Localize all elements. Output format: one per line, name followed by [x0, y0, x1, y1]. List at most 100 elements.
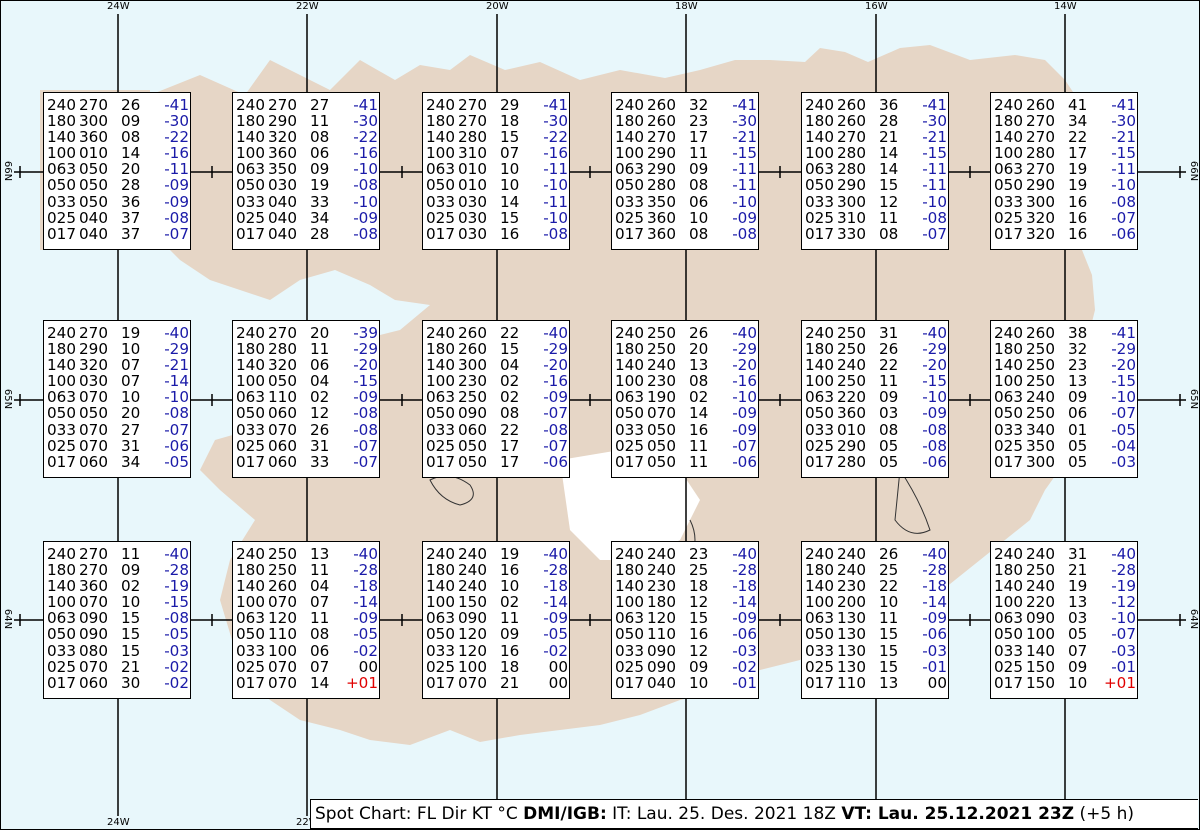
- wind-speed: 17: [689, 128, 709, 147]
- lat-label-left-66n: 66N: [2, 160, 14, 182]
- flight-level: 017: [805, 224, 834, 243]
- temperature: -06: [164, 436, 189, 455]
- flight-level: 050: [615, 404, 644, 423]
- wind-direction: 240: [458, 545, 487, 563]
- wind-speed: 03: [1068, 609, 1088, 628]
- wind-direction: 040: [268, 208, 297, 227]
- wind-speed: 37: [121, 208, 141, 227]
- flight-level: 140: [994, 356, 1023, 375]
- temperature: -11: [732, 176, 757, 195]
- wind-speed: 05: [879, 452, 899, 471]
- temperature: -29: [922, 340, 947, 359]
- wind-direction: 350: [1026, 436, 1055, 455]
- temperature: -19: [164, 577, 189, 596]
- wind-direction: 260: [458, 324, 487, 342]
- flight-level: 033: [426, 641, 455, 660]
- flight-level: 240: [615, 545, 644, 563]
- flight-level: 240: [805, 545, 834, 563]
- flight-level: 100: [236, 372, 265, 391]
- wind-speed: 36: [121, 192, 141, 211]
- wind-speed: 36: [879, 96, 899, 114]
- flight-level: 140: [994, 577, 1023, 596]
- wind-speed: 04: [500, 356, 520, 375]
- wind-direction: 310: [458, 144, 487, 163]
- wind-direction: 120: [458, 641, 487, 660]
- flight-level: 025: [47, 657, 76, 676]
- wind-speed: 11: [689, 452, 709, 471]
- temperature: -01: [922, 657, 947, 676]
- flight-level: 033: [994, 192, 1023, 211]
- wind-speed: 09: [500, 625, 520, 644]
- flight-level: 017: [47, 224, 76, 243]
- wind-speed: 21: [879, 128, 899, 147]
- flight-level: 100: [47, 144, 76, 163]
- wind-speed: 26: [689, 324, 709, 342]
- temperature: -29: [1111, 340, 1136, 359]
- wind-direction: 070: [268, 657, 297, 676]
- temperature: -28: [732, 561, 757, 580]
- flight-level: 050: [994, 404, 1023, 423]
- temperature: -07: [1111, 208, 1136, 227]
- wind-speed: 01: [1068, 420, 1088, 439]
- wind-speed: 25: [689, 561, 709, 580]
- wind-speed: 13: [310, 545, 330, 563]
- temperature: -14: [353, 593, 378, 612]
- temperature: -40: [353, 545, 378, 563]
- wind-direction: 270: [79, 561, 108, 580]
- flight-level: 180: [426, 561, 455, 580]
- footer-issue: IT: Lau. 25. Des. 2021 18Z: [606, 804, 842, 824]
- wind-speed: 08: [310, 128, 330, 147]
- flight-level: 240: [47, 324, 76, 342]
- flight-level: 033: [805, 420, 834, 439]
- flight-level: 240: [805, 324, 834, 342]
- flight-level: 140: [615, 577, 644, 596]
- temperature: -11: [922, 176, 947, 195]
- temperature: -10: [353, 160, 378, 179]
- wind-direction: 270: [79, 96, 108, 114]
- temperature: -20: [732, 356, 757, 375]
- flight-level: 140: [426, 356, 455, 375]
- wind-speed: 13: [689, 356, 709, 375]
- temperature: -02: [543, 641, 568, 660]
- wind-speed: 31: [310, 436, 330, 455]
- flight-level: 240: [426, 96, 455, 114]
- wind-direction: 250: [268, 545, 297, 563]
- wind-direction: 240: [458, 577, 487, 596]
- flight-level: 240: [994, 96, 1023, 114]
- wind-speed: 33: [310, 192, 330, 211]
- wind-direction: 080: [79, 641, 108, 660]
- wind-direction: 280: [837, 160, 866, 179]
- wind-direction: 240: [837, 561, 866, 580]
- wind-speed: 31: [879, 324, 899, 342]
- wind-speed: 10: [879, 593, 899, 612]
- wind-speed: 16: [500, 224, 520, 243]
- wind-direction: 050: [647, 436, 676, 455]
- wind-speed: 06: [1068, 404, 1088, 423]
- flight-level: 025: [805, 436, 834, 455]
- flight-level: 140: [994, 128, 1023, 147]
- flight-level: 180: [805, 561, 834, 580]
- flight-level: 033: [805, 192, 834, 211]
- wind-speed: 11: [310, 561, 330, 580]
